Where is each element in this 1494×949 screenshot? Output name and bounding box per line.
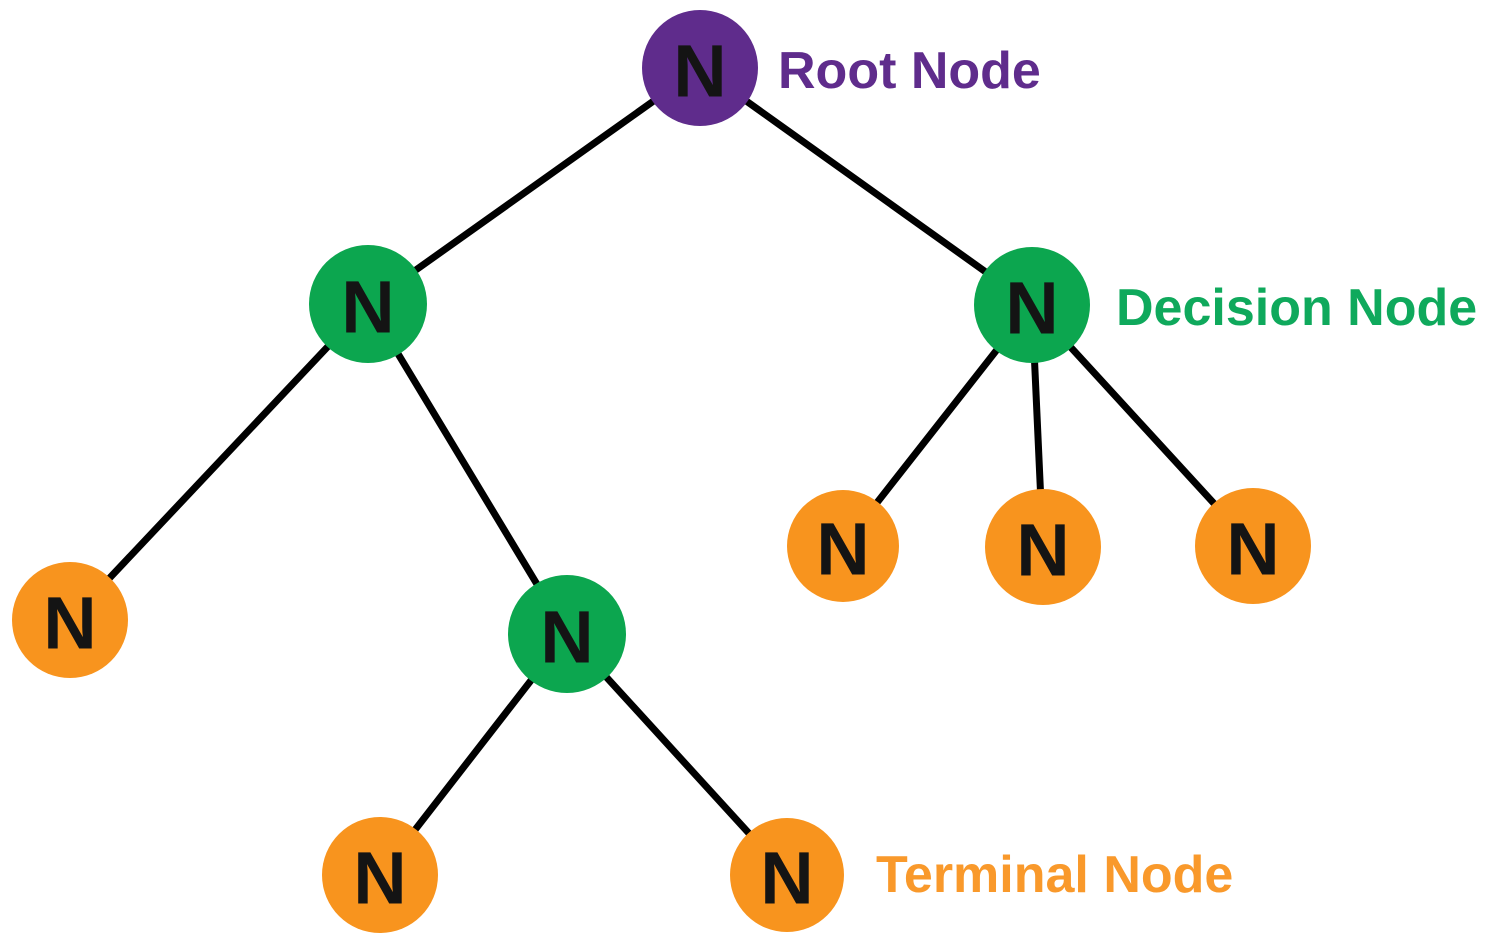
tree-node-t-right-2 [985, 489, 1101, 605]
edge-d-left-to-t-far-left [66, 300, 372, 624]
root-node-label: Root Node [778, 42, 1041, 100]
edge-root-to-d-right [696, 64, 1036, 309]
tree-node-d-mid [508, 575, 626, 693]
edge-d-left-to-d-mid [364, 300, 571, 638]
edges-layer [66, 64, 1257, 879]
tree-node-t-bottom-left [322, 817, 438, 933]
tree-node-t-right-1 [787, 490, 899, 602]
decision-node-label: Decision Node [1116, 279, 1477, 337]
edge-root-to-d-left [364, 64, 704, 308]
tree-node-t-far-left [12, 562, 128, 678]
tree-node-d-right [974, 247, 1090, 363]
tree-node-d-left [309, 245, 427, 363]
terminal-node-label: Terminal Node [876, 846, 1233, 904]
tree-node-t-bottom-right [730, 818, 844, 932]
tree-node-t-right-3 [1195, 488, 1311, 604]
tree-node-root [642, 10, 758, 126]
